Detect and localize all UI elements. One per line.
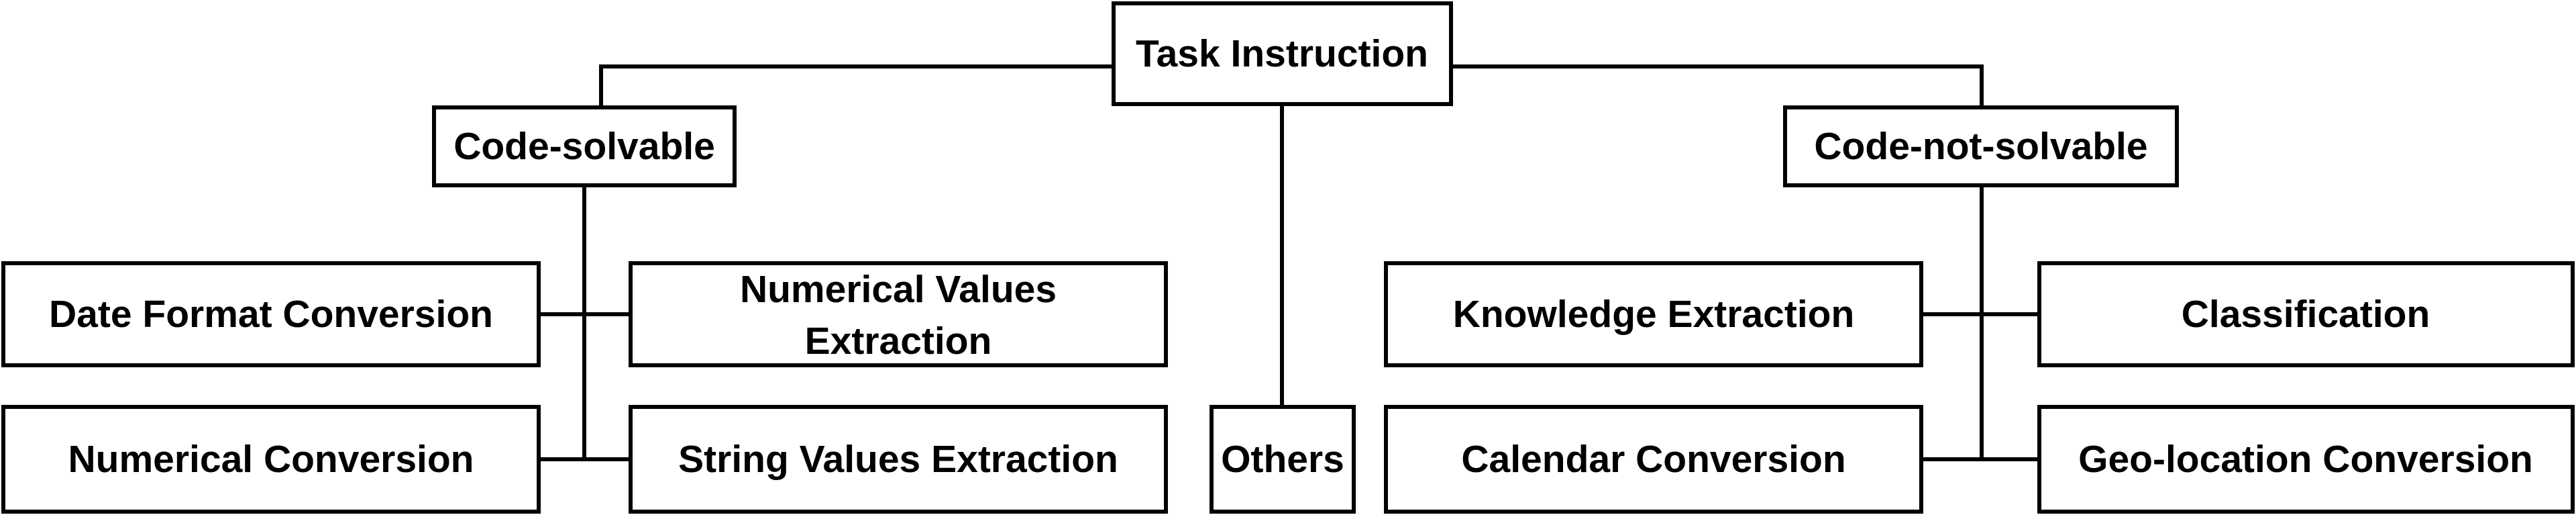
node-knowledge-extraction: Knowledge Extraction xyxy=(1384,261,1923,367)
node-date-format-conversion: Date Format Conversion xyxy=(1,261,541,367)
node-calendar-conversion-label: Calendar Conversion xyxy=(1461,438,1845,481)
node-code-solvable-label: Code-solvable xyxy=(453,125,715,168)
node-task-instruction: Task Instruction xyxy=(1112,1,1453,106)
node-numerical-values-extraction-label-line-2: Extraction xyxy=(805,320,992,363)
connector-root-to-code-solvable xyxy=(599,64,1116,109)
node-geo-location-conversion-label: Geo-location Conversion xyxy=(2078,438,2533,481)
node-date-format-conversion-label: Date Format Conversion xyxy=(49,293,493,336)
node-classification: Classification xyxy=(2037,261,2575,367)
node-string-values-extraction-label: String Values Extraction xyxy=(678,438,1118,481)
node-knowledge-extraction-label: Knowledge Extraction xyxy=(1453,293,1855,336)
connectors xyxy=(537,64,2041,461)
node-numerical-values-extraction: Numerical Values Extraction xyxy=(629,261,1168,367)
node-code-solvable: Code-solvable xyxy=(432,105,737,187)
node-others-label: Others xyxy=(1221,438,1344,481)
node-task-instruction-label: Task Instruction xyxy=(1136,32,1428,75)
node-others: Others xyxy=(1210,405,1356,514)
node-code-not-solvable-label: Code-not-solvable xyxy=(1814,125,2147,168)
connector-root-to-code-not-solvable xyxy=(1449,64,1984,109)
node-numerical-conversion: Numerical Conversion xyxy=(1,405,541,514)
node-code-not-solvable: Code-not-solvable xyxy=(1783,105,2179,187)
node-classification-label: Classification xyxy=(2182,293,2430,336)
node-string-values-extraction: String Values Extraction xyxy=(629,405,1168,514)
node-numerical-values-extraction-label-line-1: Numerical Values xyxy=(740,268,1057,311)
node-geo-location-conversion: Geo-location Conversion xyxy=(2037,405,2575,514)
node-calendar-conversion: Calendar Conversion xyxy=(1384,405,1923,514)
node-numerical-conversion-label: Numerical Conversion xyxy=(68,438,474,481)
